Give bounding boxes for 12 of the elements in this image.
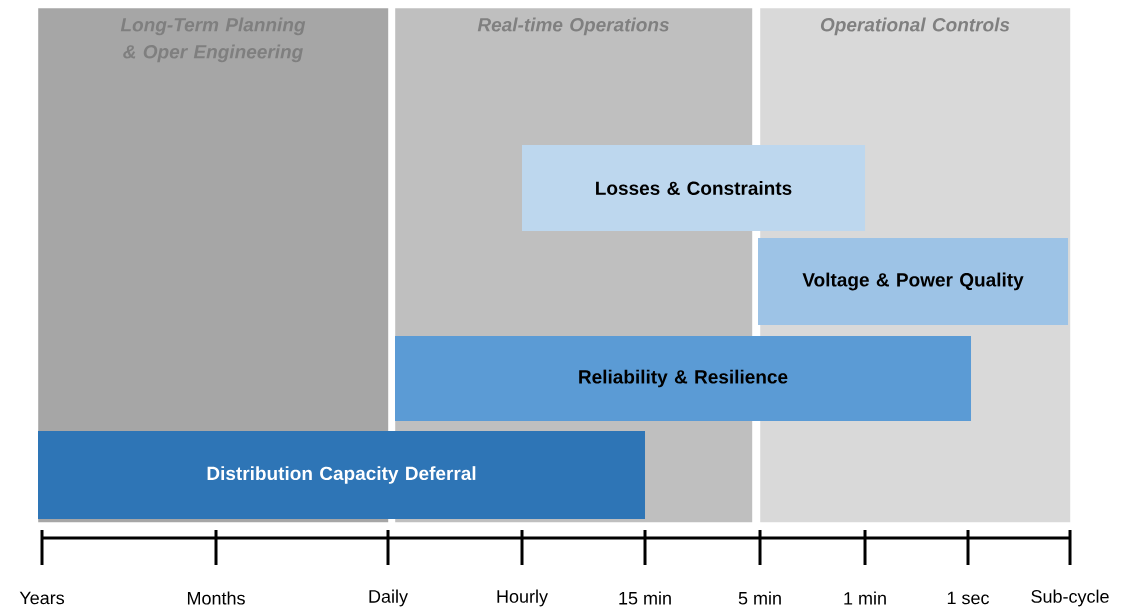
tick-label: Months xyxy=(187,591,245,605)
timescale-bar: Losses & Constraints xyxy=(522,145,865,231)
tick-label: 15 min xyxy=(619,591,671,605)
timescale-bar: Reliability & Resilience xyxy=(395,336,971,421)
tick-label: 1 sec xyxy=(947,591,990,605)
tick-label: Sub-cycle xyxy=(1031,589,1109,607)
tick-label: 1 min xyxy=(844,591,886,605)
tick-label: Hourly xyxy=(497,589,548,607)
tick-label: 5 min xyxy=(738,591,781,605)
tick-label: Years xyxy=(19,591,65,605)
tick-label: Daily xyxy=(369,589,408,607)
timescale-bar: Distribution Capacity Deferral xyxy=(38,431,645,519)
